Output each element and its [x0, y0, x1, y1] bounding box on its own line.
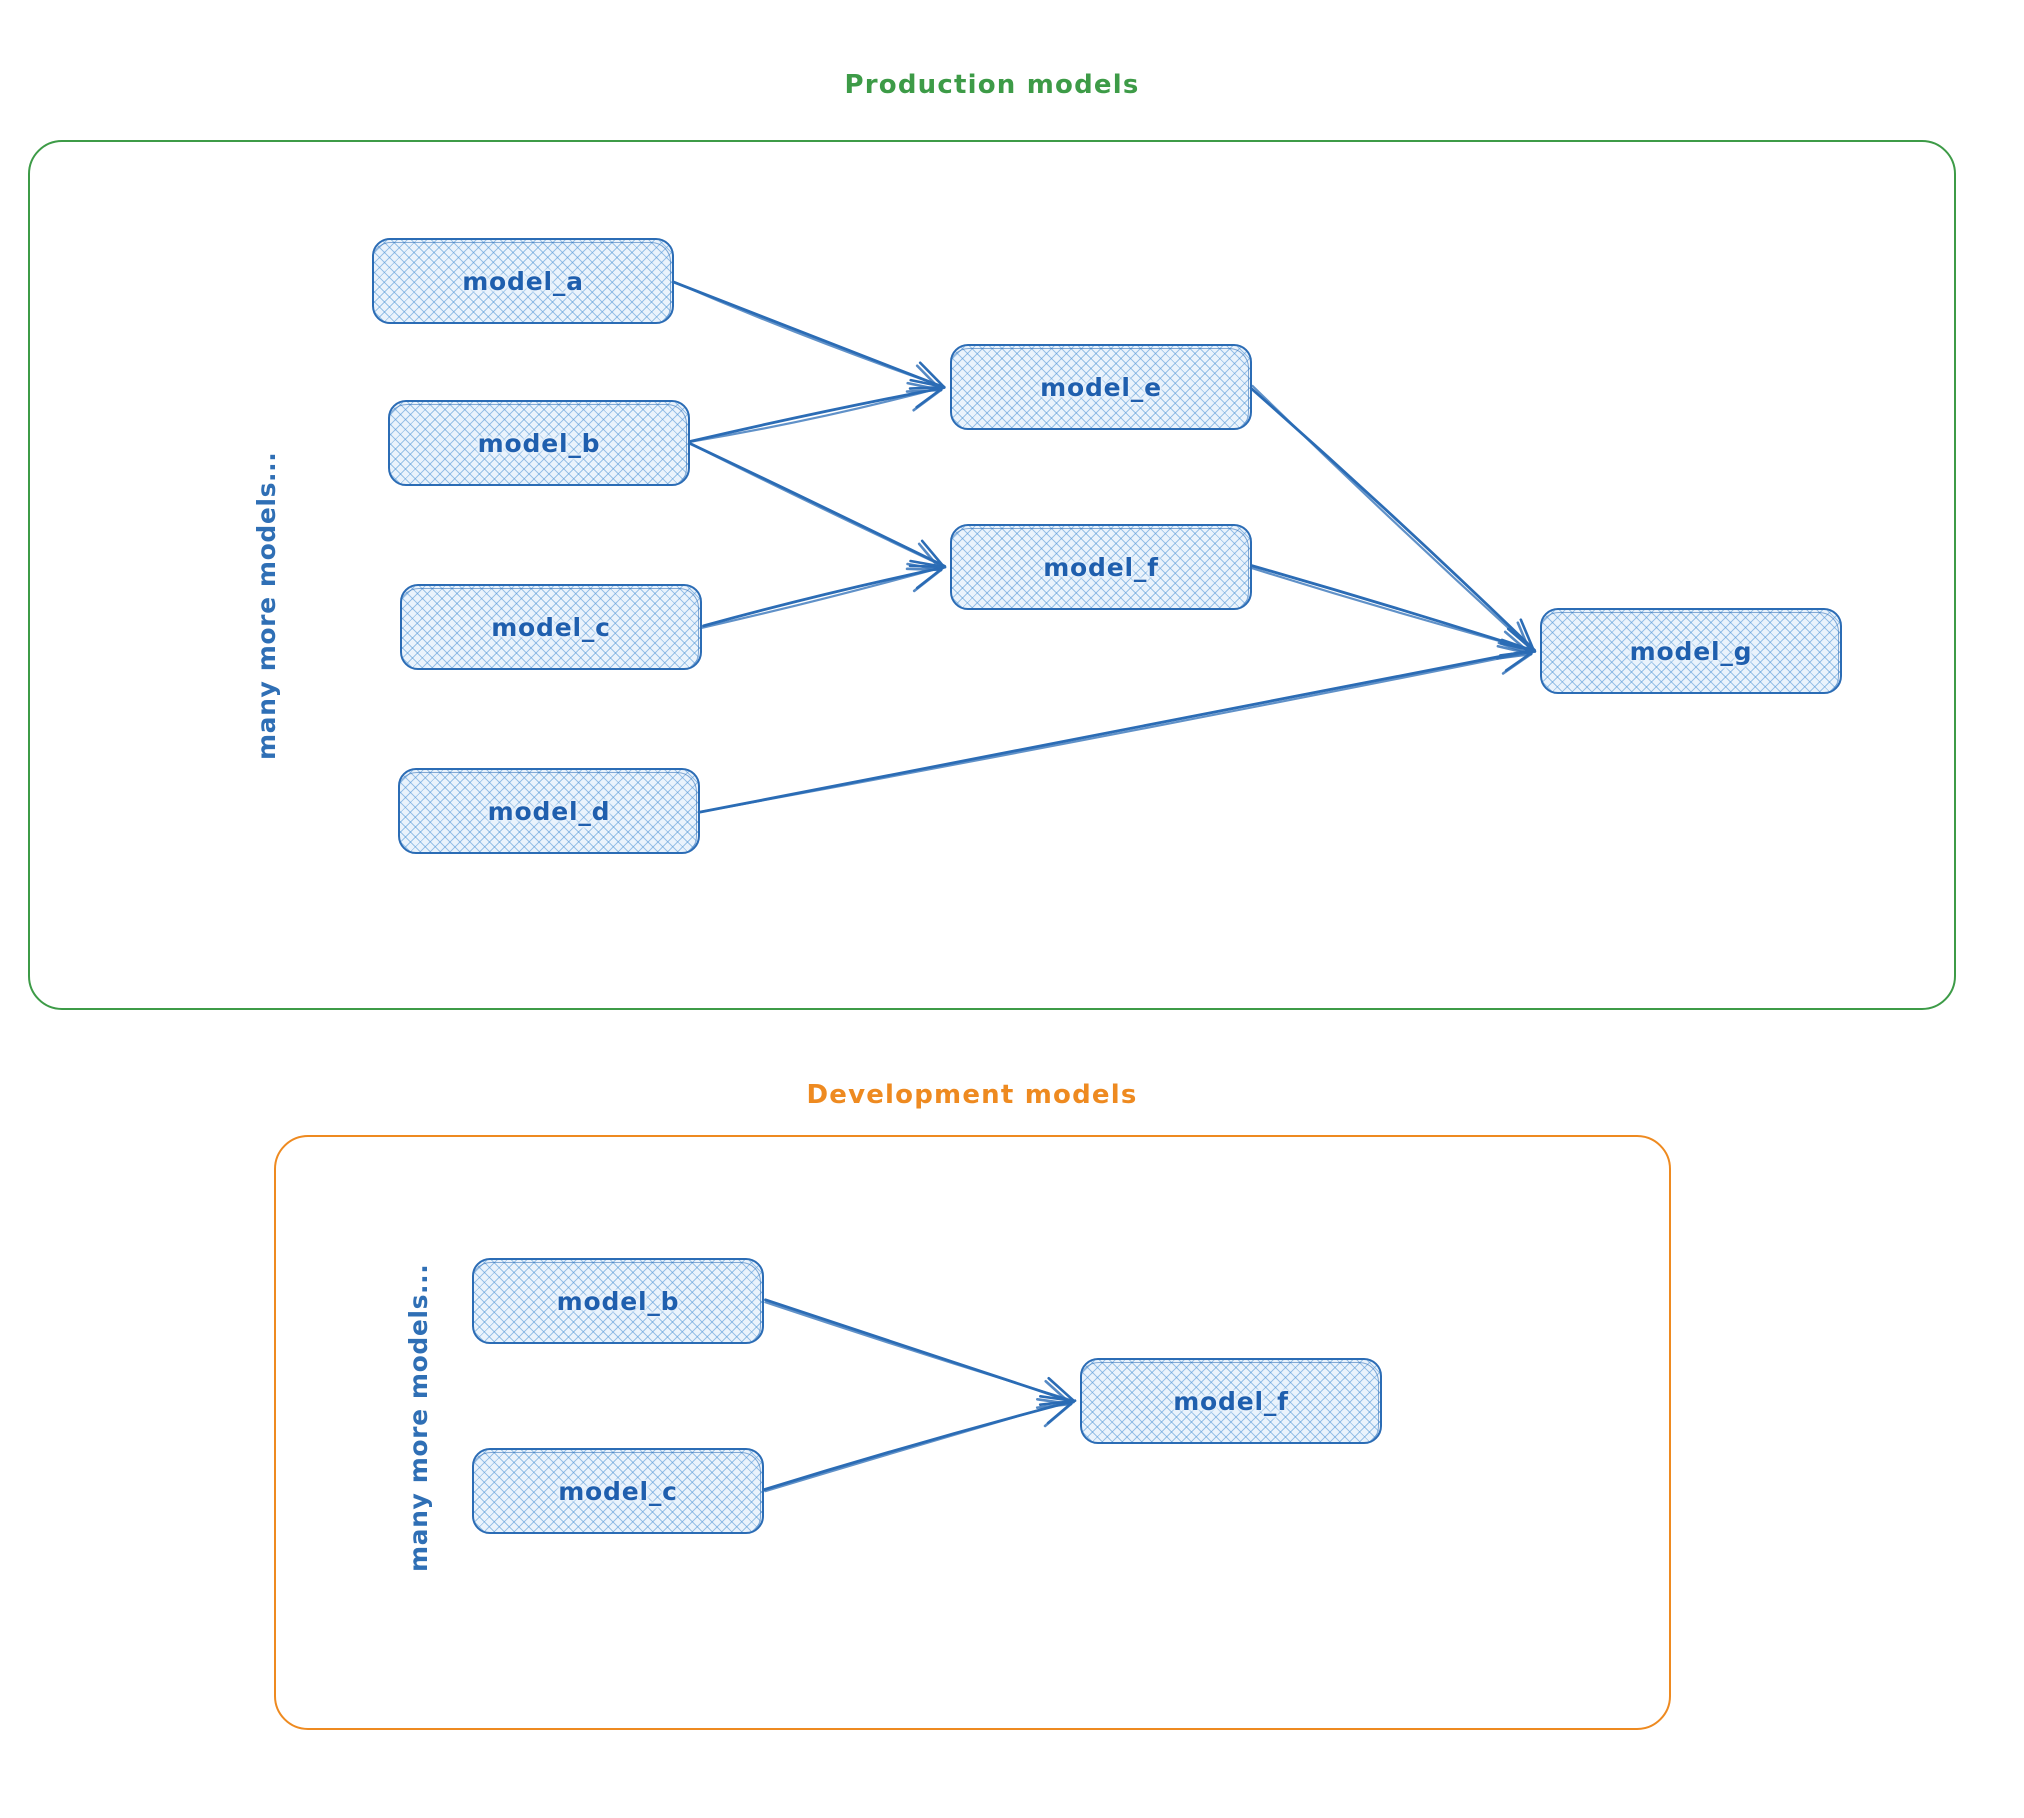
model-node-prod_d[interactable]: model_d [398, 768, 700, 854]
group-box-development [274, 1135, 1671, 1730]
model-node-prod_g[interactable]: model_g [1540, 608, 1842, 694]
group-title-development: Development models [806, 1080, 1137, 1110]
side-label-development: many more models... [404, 1264, 433, 1572]
model-node-dev_f[interactable]: model_f [1080, 1358, 1382, 1444]
model-node-prod_b[interactable]: model_b [388, 400, 690, 486]
side-label-production: many more models... [252, 452, 281, 760]
model-node-label: model_a [462, 267, 584, 296]
model-node-label: model_f [1173, 1387, 1289, 1416]
model-node-label: model_d [488, 797, 611, 826]
model-node-label: model_b [478, 429, 601, 458]
model-node-dev_c[interactable]: model_c [472, 1448, 764, 1534]
model-node-prod_f[interactable]: model_f [950, 524, 1252, 610]
model-node-prod_a[interactable]: model_a [372, 238, 674, 324]
model-node-label: model_c [558, 1477, 678, 1506]
model-node-label: model_g [1630, 637, 1753, 666]
model-node-label: model_b [557, 1287, 680, 1316]
group-title-production: Production models [844, 70, 1139, 100]
model-node-label: model_f [1043, 553, 1159, 582]
model-node-dev_b[interactable]: model_b [472, 1258, 764, 1344]
model-node-prod_e[interactable]: model_e [950, 344, 1252, 430]
model-node-prod_c[interactable]: model_c [400, 584, 702, 670]
model-node-label: model_e [1040, 373, 1162, 402]
model-node-label: model_c [491, 613, 611, 642]
